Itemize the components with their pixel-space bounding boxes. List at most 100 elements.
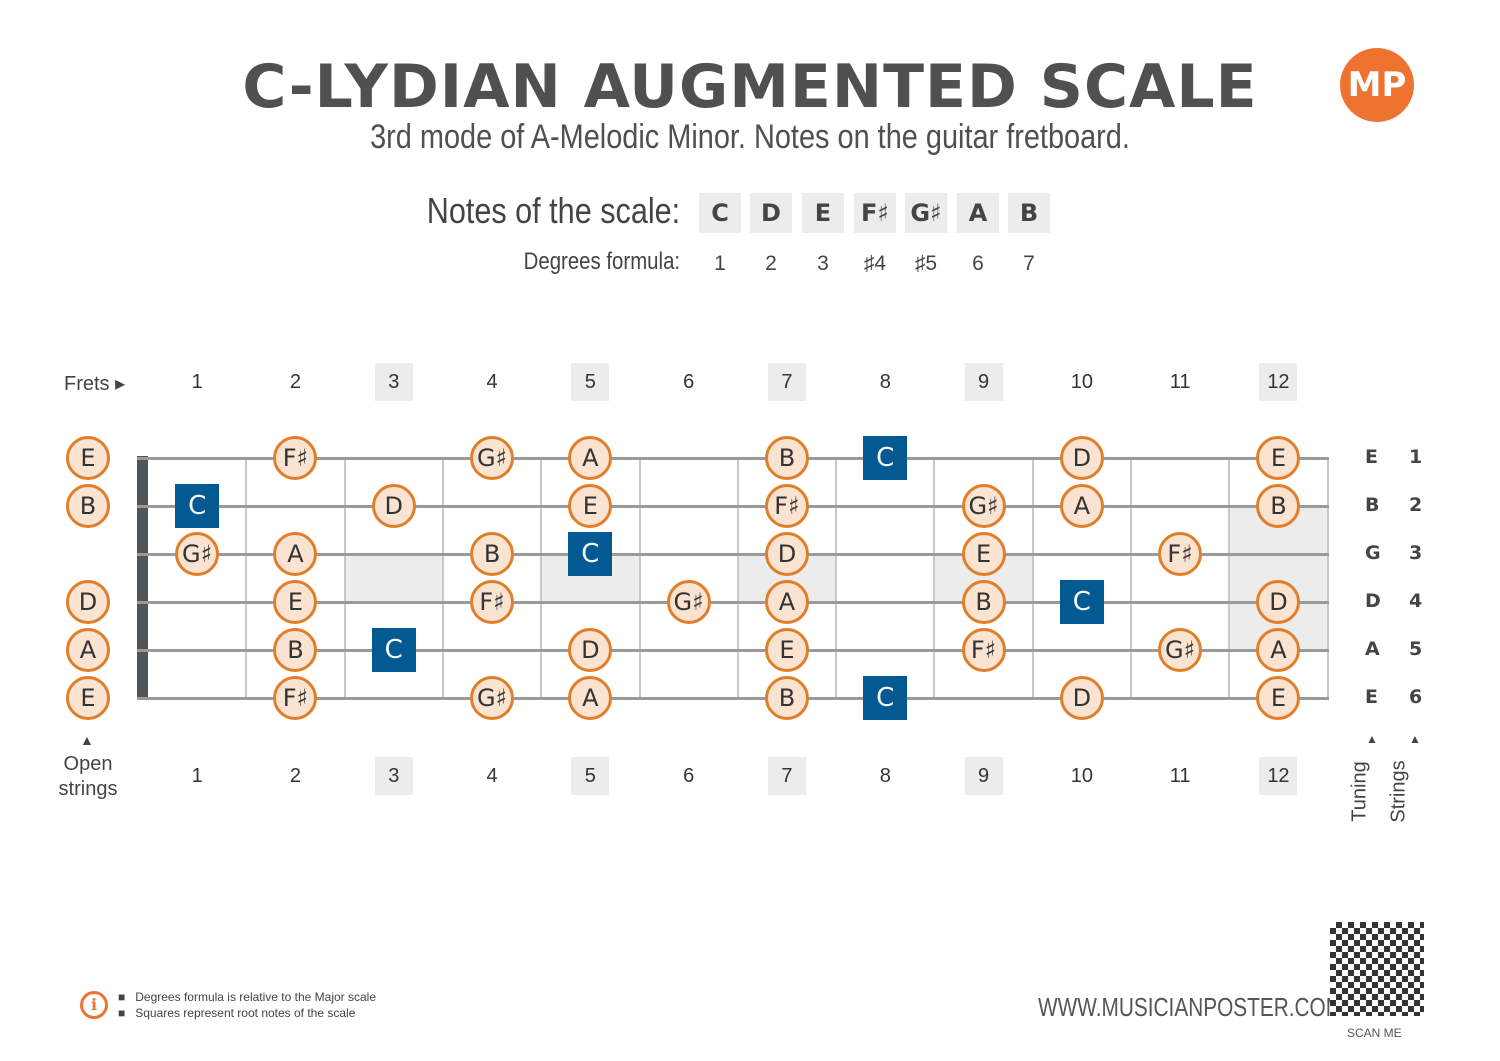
note-dot: F♯ (470, 580, 515, 624)
note-dot: A (273, 532, 318, 576)
notes-label: Notes of the scale: (426, 190, 680, 231)
note-dot: F♯ (1158, 532, 1203, 576)
string (137, 457, 1329, 460)
fret-line (343, 458, 346, 700)
website-link[interactable]: WWW.MUSICIANPOSTER.COM (1038, 992, 1344, 1022)
scale-degree: 3 (817, 252, 829, 275)
scale-note: C (699, 193, 741, 233)
scale-degree: 7 (1023, 252, 1035, 275)
note-dot: E (1256, 676, 1301, 720)
fret-number: 2 (289, 370, 301, 393)
fret-line (1130, 458, 1132, 700)
tuning-arrow-icon: ▲ (1366, 732, 1378, 746)
scale-note: F♯ (854, 193, 896, 233)
string (137, 601, 1329, 604)
open-arrow-icon: ▲ (80, 732, 94, 748)
fret-number: 10 (1070, 764, 1093, 787)
scale-degree: 1 (714, 252, 726, 275)
root-note: C (568, 532, 613, 576)
fret-number: 12 (1259, 757, 1298, 795)
fret-line (245, 458, 248, 700)
scale-note: E (802, 193, 844, 233)
note-dot: B (764, 676, 809, 720)
note-dot: F♯ (961, 628, 1006, 672)
fret-number: 9 (964, 757, 1003, 795)
scale-degree: 2 (765, 252, 777, 275)
string (137, 553, 1329, 556)
scale-note: G♯ (905, 193, 947, 233)
note-dot: G♯ (666, 580, 711, 624)
fret-number: 11 (1169, 370, 1191, 393)
fret-number: 7 (767, 757, 806, 795)
open-note: E (66, 676, 110, 720)
note-dot: A (568, 676, 613, 720)
fret-number: 6 (683, 370, 695, 393)
degrees-label: Degrees formula: (523, 248, 680, 275)
qr-code (1330, 922, 1424, 1016)
fret-number: 1 (191, 370, 203, 393)
note-dot: F♯ (764, 484, 809, 528)
fret-number: 9 (964, 363, 1003, 401)
fret-number: 7 (767, 363, 806, 401)
note-dot: B (961, 580, 1006, 624)
note-dot: A (568, 436, 613, 480)
note-dot: B (764, 436, 809, 480)
tuning-note: D (1365, 590, 1381, 612)
strings-arrow-icon: ▲ (1409, 732, 1421, 746)
fret-line (638, 458, 641, 700)
root-note: C (371, 628, 416, 672)
footer-note-1: ■ Degrees formula is relative to the Maj… (118, 990, 377, 1004)
root-note: C (863, 436, 908, 480)
tuning-note: A (1365, 638, 1380, 660)
note-dot: F♯ (273, 436, 318, 480)
fret-number: 10 (1070, 370, 1093, 393)
scale-degree: 6 (972, 252, 984, 275)
root-note: C (175, 484, 220, 528)
open-note: E (66, 436, 110, 480)
string-number: 2 (1409, 494, 1423, 516)
open-strings-label: Open strings (58, 753, 118, 800)
strings-label: Strings (1387, 760, 1410, 823)
note-dot: E (568, 484, 613, 528)
note-dot: B (273, 628, 318, 672)
scale-degree: ♯5 (914, 252, 938, 275)
tuning-note: G (1365, 542, 1381, 564)
tuning-label: Tuning (1348, 761, 1371, 822)
scale-note: D (750, 193, 792, 233)
frets-label: Frets ▸ (64, 373, 126, 395)
note-dot: G♯ (1158, 628, 1203, 672)
fret-marker-shade (344, 554, 443, 602)
note-dot: D (1059, 676, 1104, 720)
tuning-note: E (1365, 446, 1378, 468)
fret-number: 5 (571, 757, 610, 795)
fret-line (1228, 458, 1231, 700)
fret-number: 11 (1169, 764, 1191, 787)
fret-number: 3 (374, 363, 413, 401)
scan-me-label: SCAN ME (1347, 1026, 1402, 1040)
logo: MP (1340, 48, 1414, 122)
note-dot: D (568, 628, 613, 672)
fret-number: 6 (683, 764, 695, 787)
fret-line (441, 458, 444, 700)
note-dot: D (1256, 580, 1301, 624)
scale-note: A (957, 193, 999, 233)
tuning-note: B (1365, 494, 1380, 516)
string-number: 5 (1409, 638, 1423, 660)
fret-number: 3 (374, 757, 413, 795)
fret-marker-shade (1229, 506, 1328, 650)
note-dot: E (1256, 436, 1301, 480)
note-dot: A (764, 580, 809, 624)
fret-number: 8 (879, 370, 891, 393)
string (137, 697, 1329, 700)
fret-number: 4 (486, 370, 498, 393)
string (137, 505, 1329, 508)
fret-line (835, 458, 838, 700)
note-dot: G♯ (470, 676, 515, 720)
string-number: 1 (1409, 446, 1423, 468)
string-number: 6 (1409, 686, 1423, 708)
string-number: 4 (1409, 590, 1423, 612)
note-dot: B (1256, 484, 1301, 528)
note-dot: E (961, 532, 1006, 576)
string-number: 3 (1409, 542, 1423, 564)
